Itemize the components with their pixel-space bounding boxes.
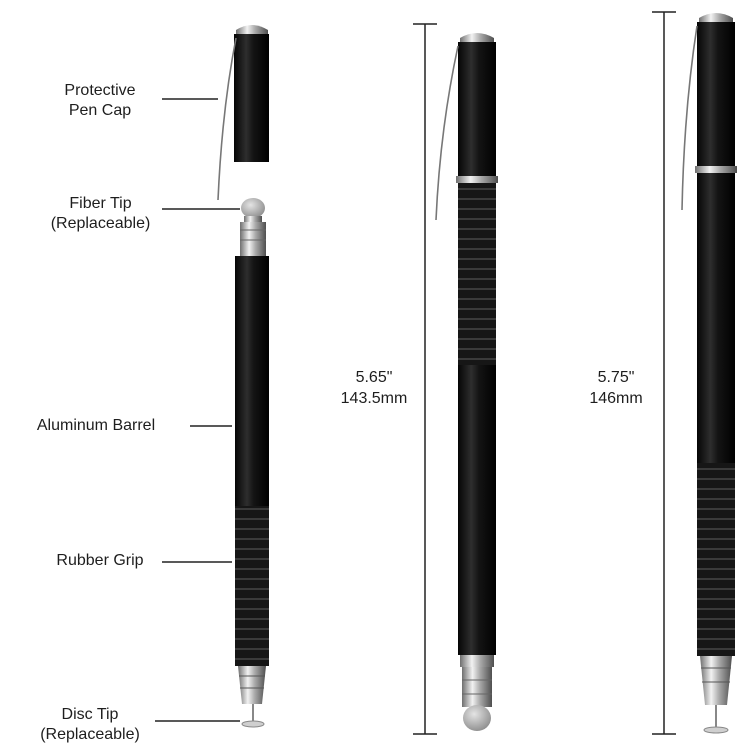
label-protective-pen-cap: Protective Pen Cap [64,82,136,119]
label-fiber-tip: Fiber Tip (Replaceable) [50,195,151,232]
pen-cap [217,25,269,201]
dimension-label-posted: 5.75" 146mm [574,367,658,409]
exploded-pen [217,25,269,728]
label-disc-tip: Disc Tip (Replaceable) [40,706,140,743]
cap-clip [217,37,237,201]
fiber-tip [240,198,266,256]
pen-posted [681,13,737,734]
label-aluminum-barrel: Aluminum Barrel [36,417,156,434]
disc-tip [238,666,266,728]
pen-capped [435,33,498,731]
barrel [235,256,269,506]
dimension-line-posted [652,11,676,735]
dimension-label-capped: 5.65" 143.5mm [328,367,420,409]
label-rubber-grip: Rubber Grip [56,552,144,569]
grip [235,506,269,666]
leader-lines [155,98,240,722]
dimension-line-capped [413,23,437,735]
